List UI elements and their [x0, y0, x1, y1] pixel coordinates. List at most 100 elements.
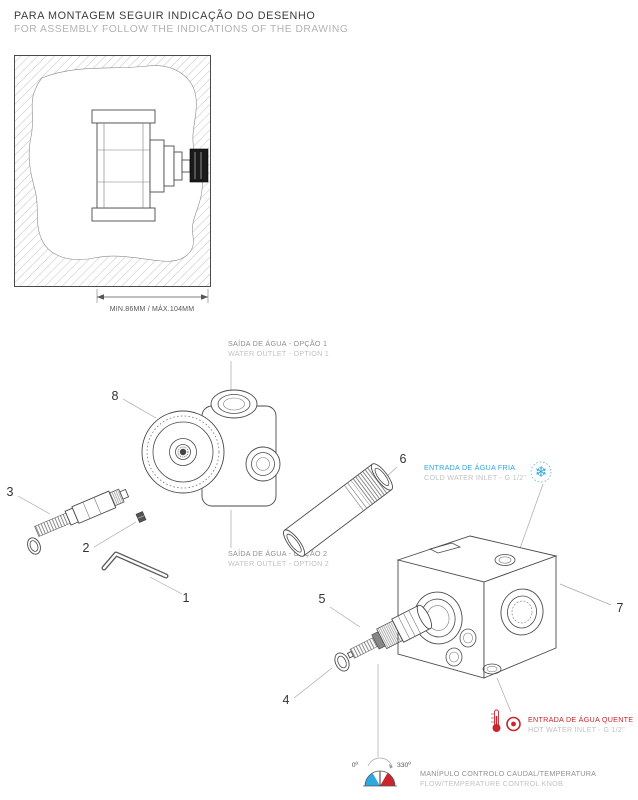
dimension-label: MIN.86MM / MÁX.104MM — [110, 304, 195, 313]
rotation-arc — [367, 757, 393, 767]
outlet1-port-thread — [217, 394, 251, 414]
hot-port-ring — [506, 716, 521, 732]
header-title-en: FOR ASSEMBLY FOLLOW THE INDICATIONS OF T… — [14, 24, 348, 35]
spindle-tip — [119, 488, 130, 500]
angle-max-label: 330º — [397, 762, 411, 769]
hot-port-icon — [506, 716, 521, 732]
block-top-port-bore — [498, 556, 512, 564]
cartridge-end — [416, 604, 432, 630]
allen-key-highlight — [102, 552, 168, 578]
valve-spindle-tip — [179, 448, 187, 456]
block-front-port-2-bore — [449, 651, 459, 663]
sleeve-end-right — [370, 463, 393, 491]
thermometer-icon — [491, 709, 501, 732]
block-bottom-port-bore — [486, 665, 498, 673]
depth-dimension: MIN.86MM / MÁX.104MM — [96, 289, 209, 313]
cold-inlet-label-pt: ENTRADA DE ÁGUA FRIA — [424, 463, 515, 472]
cold-inlet-callout: ENTRADA DE ÁGUA FRIA COLD WATER INLET - … — [424, 461, 552, 555]
sleeve-groove — [344, 485, 364, 511]
cartridge-groove — [397, 615, 411, 640]
part-4-o-ring: 4 — [283, 652, 350, 707]
part-5-leader-line — [329, 606, 361, 628]
part-number-3: 3 — [7, 485, 14, 499]
grub-screw-slot — [137, 515, 145, 519]
outlet2-port — [245, 446, 281, 482]
block-side-port — [500, 588, 544, 636]
valve-body-section — [96, 122, 151, 209]
hot-inlet-callout: ENTRADA DE ÁGUA QUENTE HOT WATER INLET -… — [491, 677, 633, 734]
spindle-groove — [93, 497, 102, 515]
spindle-body — [71, 490, 117, 524]
part-8-valve-body: 8 — [112, 389, 281, 507]
outlet1-label-en: WATER OUTLET - OPTION 1 — [228, 349, 329, 358]
snowflake-halo — [530, 461, 552, 483]
valve-bottom-bracket — [91, 207, 156, 222]
cartridge-step-2 — [163, 145, 175, 187]
cartridge-step-3 — [173, 151, 183, 181]
snowflake-icon: ❄ — [535, 464, 548, 481]
sleeve-bore-right — [374, 467, 390, 486]
part-number-8: 8 — [112, 389, 119, 403]
cartridge-groove — [403, 613, 416, 637]
hot-port-dot — [511, 721, 516, 727]
block-bottom-port — [482, 663, 502, 675]
header-title-pt: PARA MONTAGEM SEGUIR INDICAÇÃO DO DESENH… — [14, 9, 315, 22]
cartridge-step-1 — [149, 139, 165, 193]
dimension-arrow-left — [97, 294, 104, 300]
valve-stem — [181, 159, 191, 173]
part-3-spindle: 3 — [7, 485, 130, 555]
temperature-dial-icon — [363, 770, 397, 787]
dimension-arrow-right — [201, 294, 208, 300]
block-top-port — [494, 554, 516, 566]
valve-flange-inner — [152, 421, 214, 483]
part-number-4: 4 — [283, 693, 290, 707]
part-2-leader-line — [93, 521, 137, 548]
part-number-1: 1 — [183, 591, 190, 605]
cold-inlet-label-en: COLD WATER INLET - G 1/2" — [424, 473, 526, 482]
thermometer-bulb — [492, 724, 501, 732]
sleeve-thread — [350, 467, 388, 506]
sleeve-end-left — [283, 529, 306, 557]
sleeve-bore-left — [286, 533, 302, 553]
dial-cold-sector — [365, 773, 380, 786]
block-front-port-1-bore — [463, 632, 473, 644]
outlet2-port-thread — [251, 452, 275, 476]
spindle-groove — [82, 501, 91, 519]
knob-label-pt: MANÍPULO CONTROLO CAUDAL/TEMPERATURA — [420, 769, 596, 778]
outlet1-callout: SAÍDA DE ÁGUA - OPÇÃO 1 WATER OUTLET - O… — [228, 339, 329, 390]
part-4-leader-line — [293, 667, 333, 699]
spindle-o-ring — [27, 537, 41, 555]
part-2-grub-screw: 2 — [83, 511, 147, 555]
part-number-7: 7 — [617, 601, 624, 615]
angle-min-label: 0º — [352, 762, 359, 769]
spindle-thread — [34, 512, 71, 537]
installation-inset: MIN.86MM / MÁX.104MM — [14, 55, 211, 313]
rotation-arrowhead — [388, 763, 393, 769]
valve-flange-knurl — [146, 415, 220, 489]
valve-top-bracket — [91, 109, 156, 124]
side-port-thread — [507, 595, 537, 629]
block-front-port-1 — [459, 628, 477, 648]
part-7-valve-block: 7 — [396, 535, 624, 679]
side-port-bore — [511, 600, 533, 624]
valve-hub — [175, 444, 191, 460]
cartridge-thread — [349, 637, 379, 659]
part-number-2: 2 — [83, 541, 90, 555]
part-number-5: 5 — [319, 592, 326, 606]
o-ring-inner — [29, 540, 39, 552]
cold-inlet-leader-line — [517, 483, 544, 555]
part-1-leader-line — [149, 576, 183, 595]
block-top-notch — [428, 542, 462, 554]
hot-inlet-leader-line — [496, 677, 512, 713]
part-6-extension-sleeve: 6 — [283, 452, 407, 557]
part-7-leader-line — [559, 583, 612, 606]
part-8-leader-line — [122, 398, 157, 419]
valve-hub-ring — [169, 438, 197, 466]
header: PARA MONTAGEM SEGUIR INDICAÇÃO DO DESENH… — [14, 9, 348, 35]
outlet2-label-en: WATER OUTLET - OPTION 2 — [228, 559, 329, 568]
hot-inlet-label-en: HOT WATER INLET - G 1/2" — [528, 725, 625, 734]
valve-knob-section — [189, 148, 209, 183]
knob-callout: 0º 330º MANÍPULO CONTROLO CAUDAL/TEMPERA… — [352, 757, 596, 788]
outlet2-callout: SAÍDA DE ÁGUA - OPÇÃO 2 WATER OUTLET - O… — [228, 510, 329, 568]
